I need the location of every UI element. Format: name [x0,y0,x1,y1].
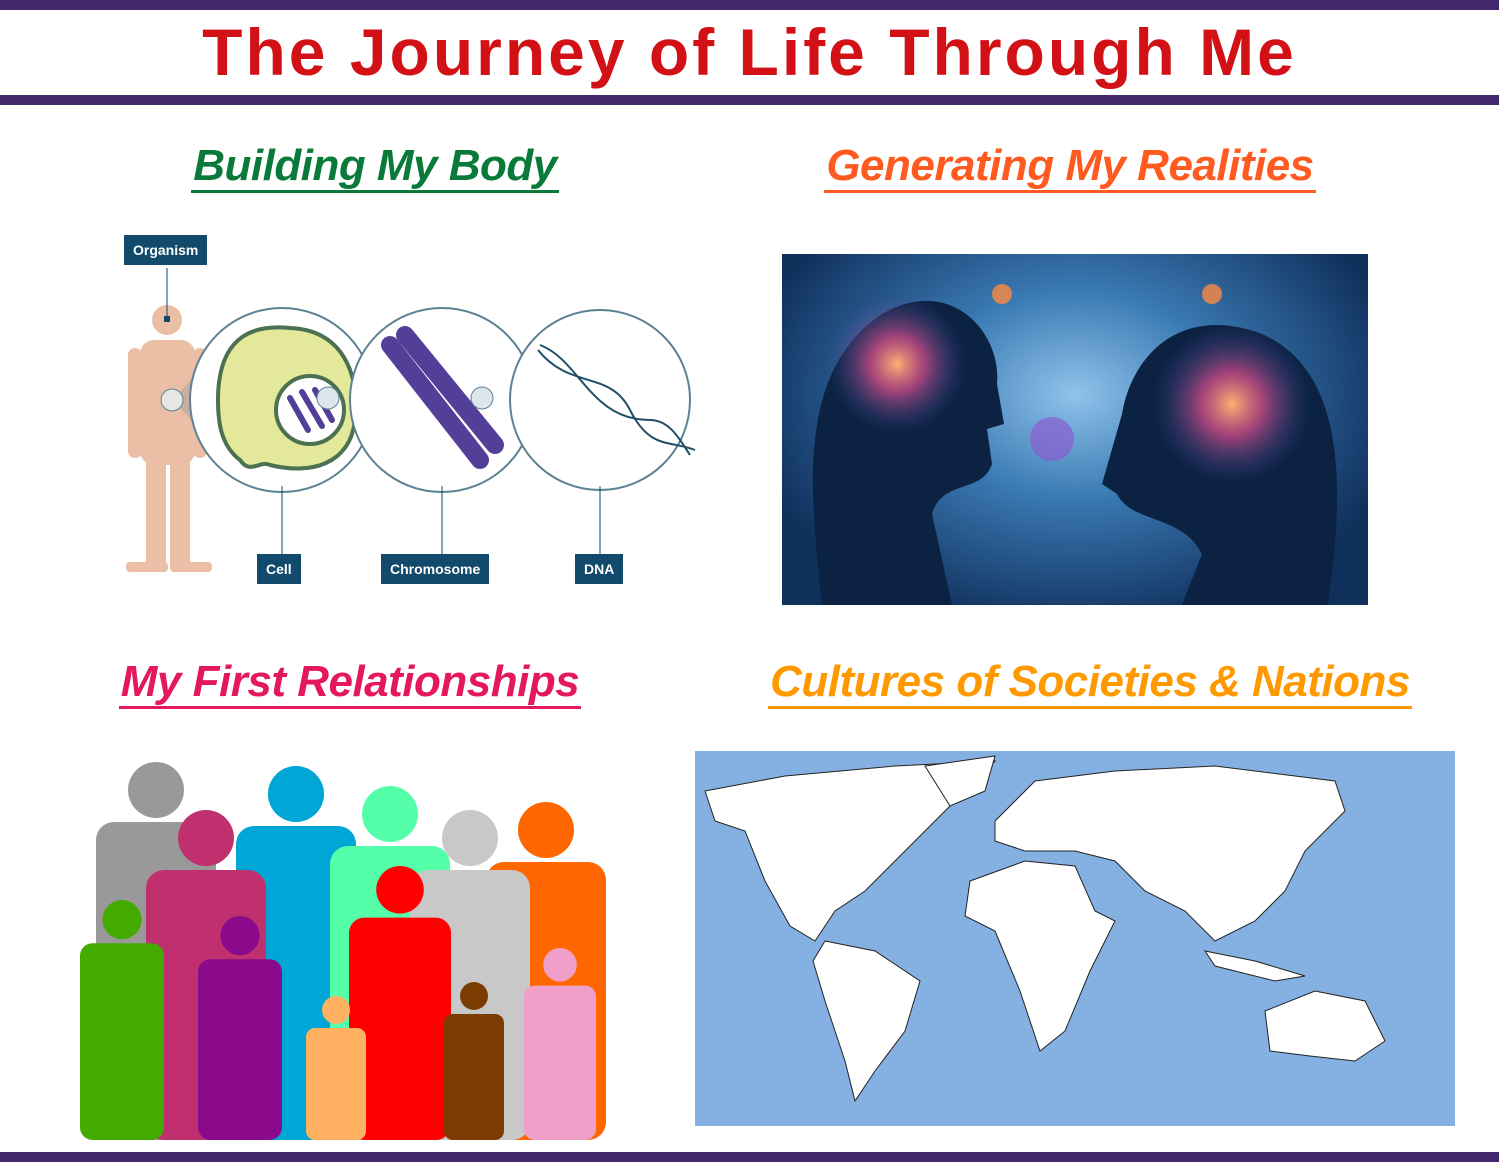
australia [1264,990,1386,1062]
heads-with-brains-graphic [812,284,1338,605]
heading-building-my-body: Building My Body [100,138,650,194]
people-graphic [80,762,606,1140]
person-silhouette [349,866,451,1140]
person-silhouette [444,982,504,1140]
europe-asia [994,765,1346,942]
africa [964,860,1116,1052]
continents-graphic [704,755,1386,1103]
heading-generating-my-realities: Generating My Realities [730,138,1410,194]
label-cell: Cell [257,554,301,584]
heading-my-first-relationships: My First Relationships [30,654,670,710]
person-silhouette [80,900,164,1140]
family-silhouettes-image [70,760,630,1140]
organism-to-dna-diagram: Organism Cell Chromosome DNA [110,220,700,600]
person-silhouette [524,948,596,1140]
label-organism: Organism [124,235,208,265]
label-dna: DNA [575,554,624,584]
heading-cultures: Cultures of Societies & Nations [690,654,1490,710]
label-chromosome: Chromosome [381,554,490,584]
south-america [812,940,921,1103]
world-map [695,751,1455,1126]
page-title: The Journey of Life Through Me [202,15,1297,89]
title-border [0,95,1499,105]
top-border [0,0,1499,10]
indonesia [1203,950,1306,982]
greenland [924,755,996,807]
person-silhouette [306,996,366,1140]
diagram-graphic [126,268,696,572]
brains-image [782,254,1368,605]
person-silhouette [198,916,282,1140]
north-america [704,760,997,942]
bottom-border [0,1152,1499,1162]
